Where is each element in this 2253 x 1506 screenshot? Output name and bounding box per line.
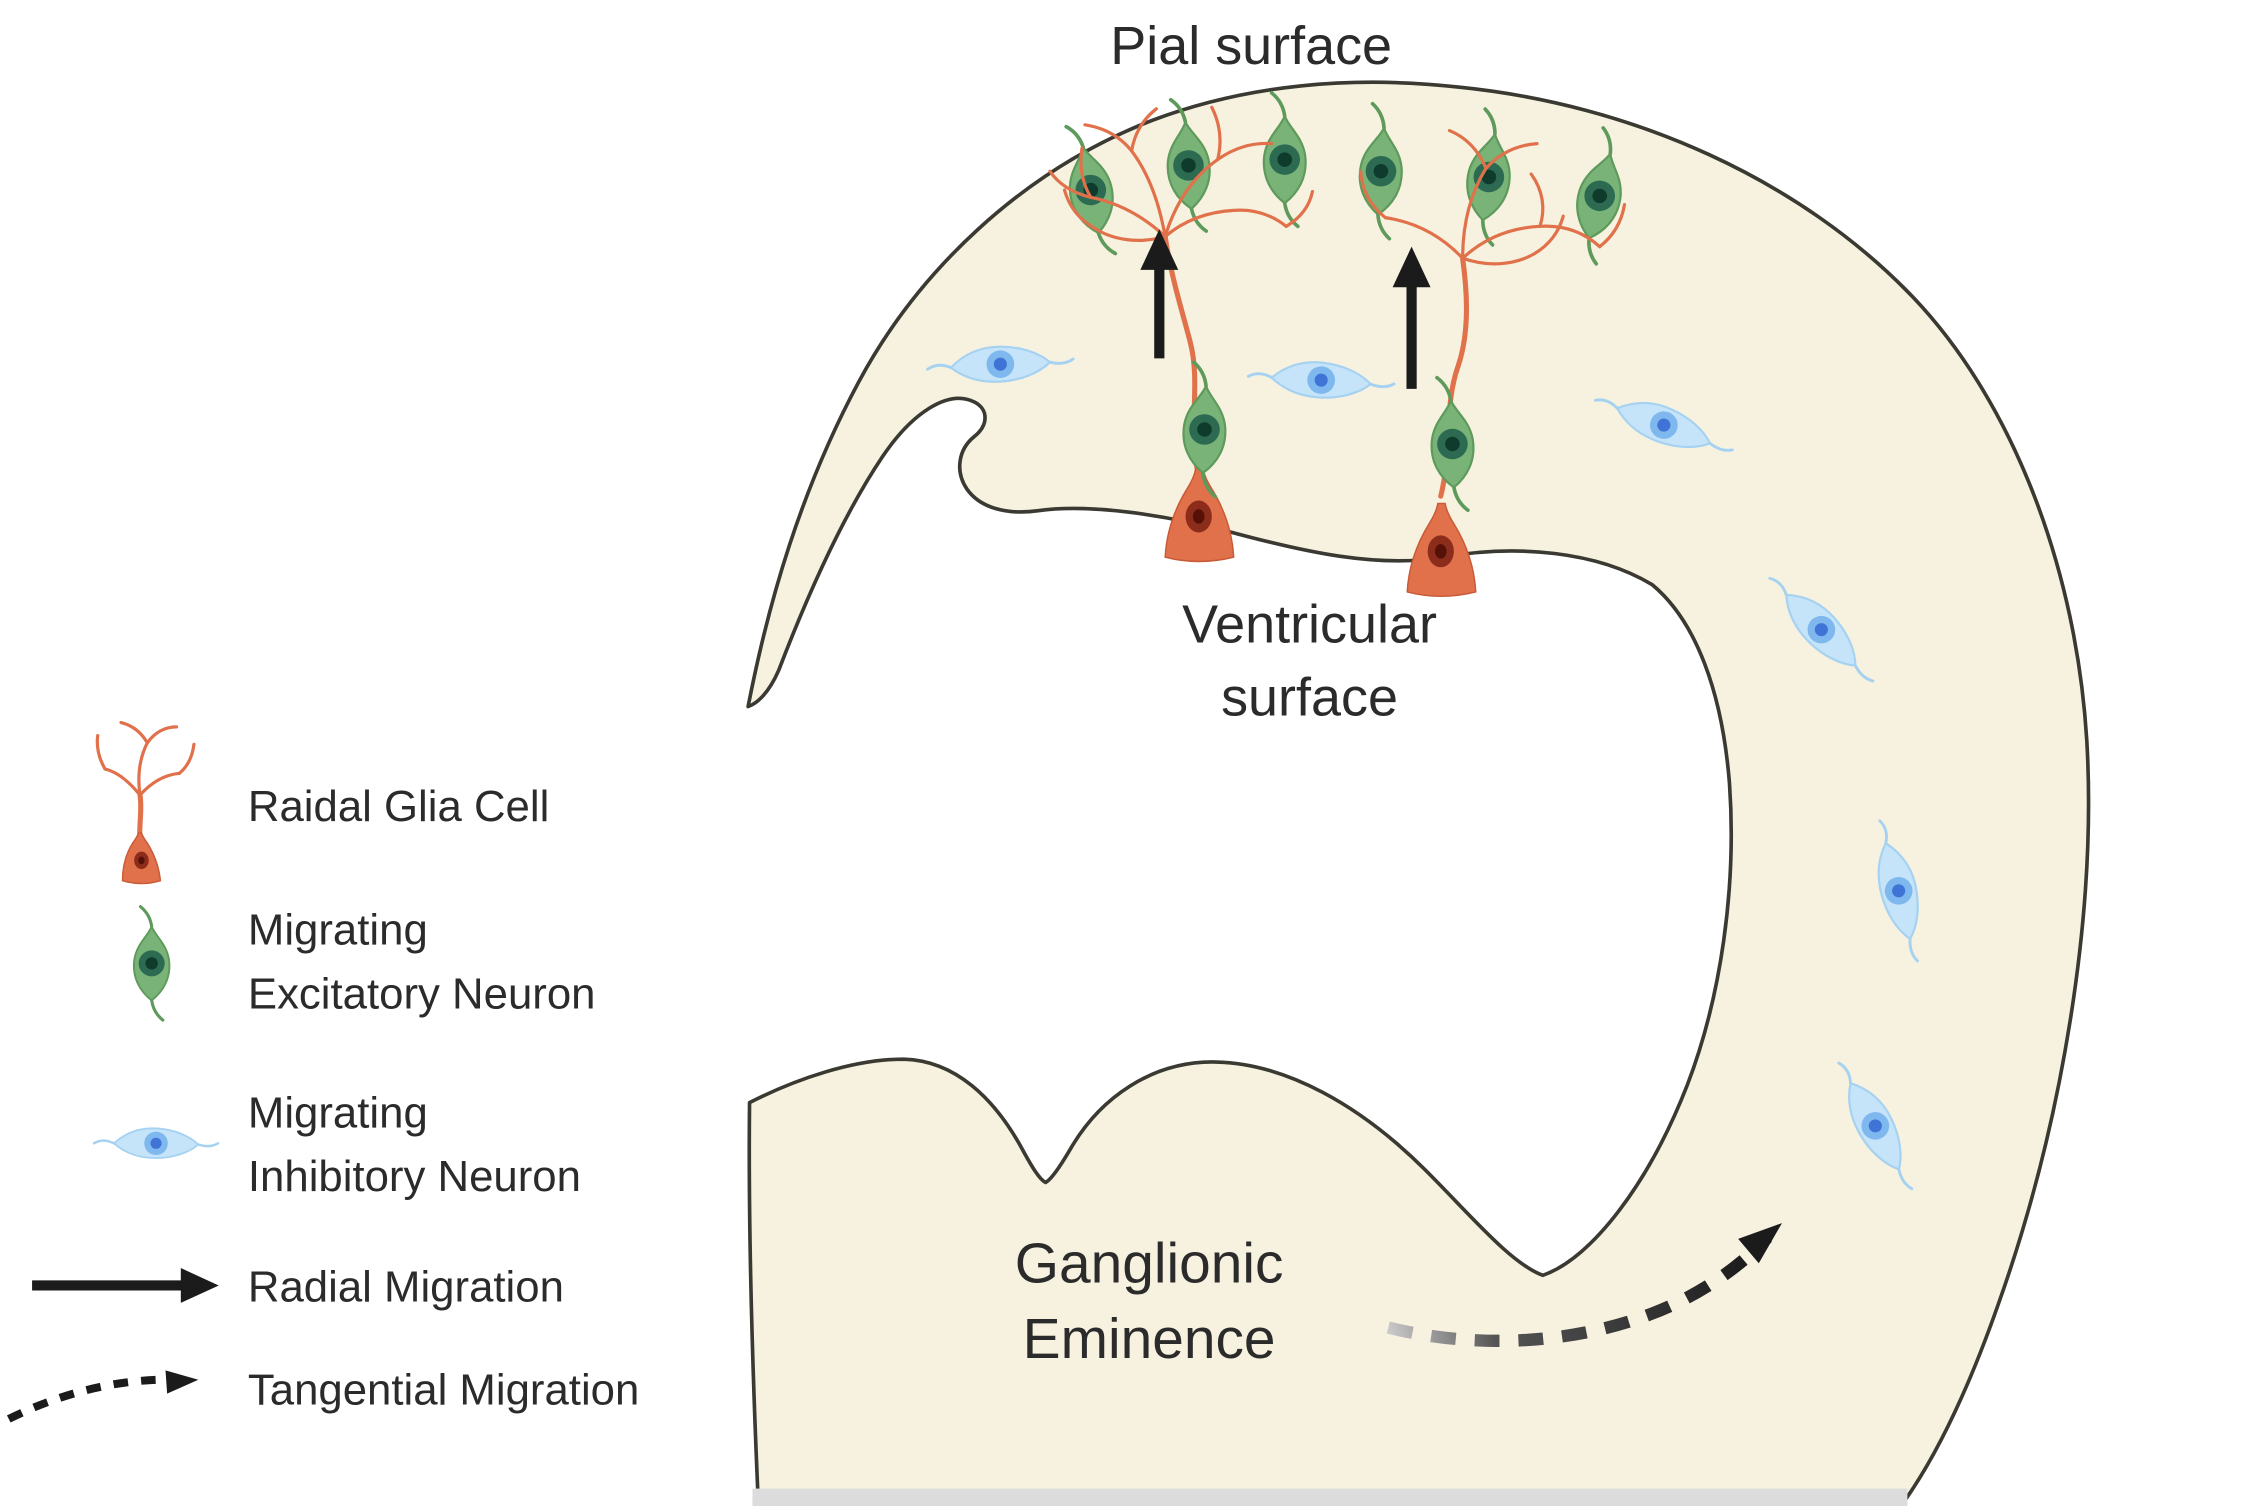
- glia-nucleus-core: [138, 856, 145, 865]
- image-crop-strip: [752, 1488, 1908, 1506]
- radial-glia-icon: [95, 720, 196, 885]
- legend-label-radial-glia: Raidal Glia Cell: [248, 783, 549, 831]
- glia-branch: [137, 741, 149, 797]
- arrow-shaft: [6, 1375, 176, 1423]
- glia-arbor: [1358, 128, 1627, 266]
- glia-branch: [1461, 166, 1488, 260]
- ventricular-surface-label-line1: Ventricular: [1182, 595, 1437, 655]
- legend: Raidal Glia Cell Migrating Excitatory Ne…: [6, 720, 639, 1423]
- legend-label-excitatory-line1: Migrating: [248, 907, 428, 955]
- radial-glia-cell: [1048, 105, 1315, 563]
- pial-surface-label: Pial surface: [1110, 16, 1392, 76]
- radial-migration-arrow: [1140, 229, 1179, 359]
- arrow-shaft: [1386, 1233, 1772, 1347]
- arrow-head: [1140, 229, 1179, 270]
- glia-arbor: [1048, 105, 1315, 242]
- glia-branch: [103, 767, 142, 797]
- arrow-head: [1392, 246, 1431, 288]
- glia-branch: [1383, 216, 1465, 260]
- arrow-head: [165, 1370, 199, 1394]
- glia-branch: [1484, 142, 1539, 170]
- inhibitory-neuron-icon: [92, 1127, 220, 1160]
- glia-branch: [1598, 202, 1627, 249]
- tangential-migration-arrow: [1386, 1223, 1782, 1347]
- excitatory-neuron-icon: [132, 905, 171, 1022]
- ventricular-surface-label-line2: surface: [1221, 667, 1398, 727]
- legend-label-radial-migration: Radial Migration: [248, 1264, 564, 1312]
- legend-label-excitatory-line2: Excitatory Neuron: [248, 970, 596, 1018]
- arrow-head: [1738, 1223, 1782, 1264]
- glia-branch: [138, 771, 181, 797]
- glia-branch: [95, 733, 107, 771]
- glia-nucleus-core: [1192, 509, 1205, 524]
- glia-branch: [1079, 146, 1093, 199]
- legend-label-inhibitory-line2: Inhibitory Neuron: [248, 1153, 581, 1201]
- tangential-migration-arrow-icon: [6, 1370, 199, 1423]
- glia-nucleus-core: [1434, 544, 1447, 559]
- glia-branch: [1129, 149, 1167, 239]
- glia-branch: [119, 720, 149, 745]
- glia-branch: [1216, 141, 1274, 162]
- glia-branch: [1062, 188, 1167, 242]
- arrow-head: [180, 1268, 219, 1303]
- glia-branch: [1529, 172, 1545, 228]
- legend-label-tangential-migration: Tangential Migration: [248, 1367, 639, 1415]
- radial-migration-arrow-icon: [32, 1268, 219, 1303]
- glia-branch: [1447, 128, 1488, 170]
- cortex-tissue-shape: [746, 80, 2091, 1505]
- radial-migration-arrow: [1392, 246, 1431, 389]
- glia-branch: [177, 742, 196, 775]
- glia-branch: [1129, 107, 1158, 153]
- glia-branch: [1358, 169, 1387, 220]
- glia-branch: [1284, 189, 1315, 228]
- glia-branch: [1083, 123, 1134, 153]
- glia-branch: [1461, 214, 1565, 266]
- glia-branch: [1163, 157, 1220, 239]
- glia-branch: [145, 725, 179, 745]
- legend-label-inhibitory-line1: Migrating: [248, 1089, 428, 1137]
- glia-branch: [1163, 208, 1288, 239]
- ganglionic-eminence-label-line2: Eminence: [1023, 1308, 1276, 1371]
- glia-branch: [1210, 105, 1222, 162]
- ganglionic-eminence-label-line1: Ganglionic: [1015, 1233, 1284, 1296]
